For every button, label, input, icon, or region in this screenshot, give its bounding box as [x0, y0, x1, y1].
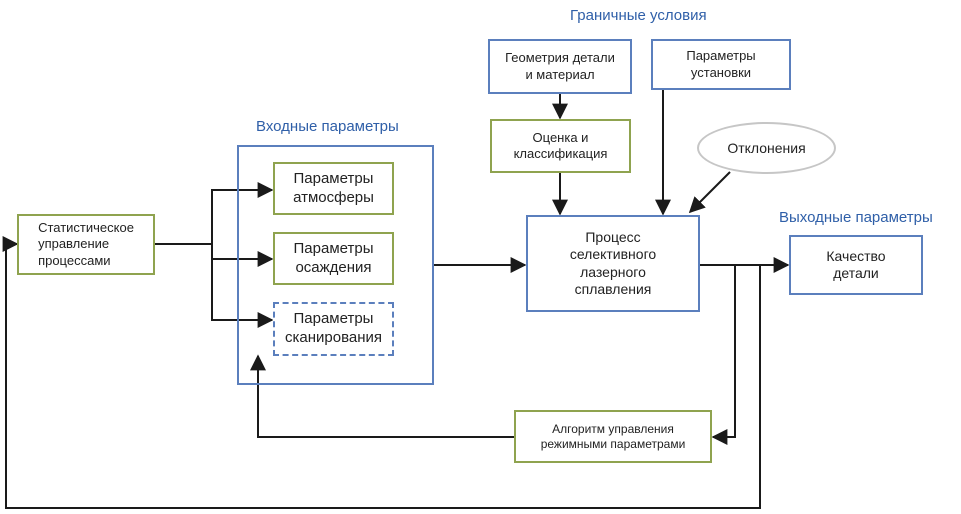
arrow-process-to-algorithm [711, 265, 736, 445]
deposition-parameters-label: Параметры осаждения [293, 239, 374, 276]
slm-process-label: Процесс селективного лазерного сплавлени… [569, 228, 657, 298]
control-algorithm-node: Алгоритм управления режимными параметрам… [514, 410, 712, 463]
deviations-node: Отклонения [697, 122, 836, 174]
heading-output-parameters: Выходные параметры [779, 209, 933, 226]
slm-process-node: Процесс селективного лазерного сплавлени… [526, 215, 700, 312]
arrow-deviations-to-process [688, 171, 731, 214]
control-algorithm-label: Алгоритм управления режимными параметрам… [540, 421, 686, 451]
arrow-spc-to-scanning [211, 259, 274, 328]
part-quality-label: Качество детали [826, 247, 886, 282]
part-quality-node: Качество детали [789, 235, 923, 295]
deposition-parameters-node: Параметры осаждения [273, 232, 394, 285]
atmosphere-parameters-node: Параметры атмосферы [273, 162, 394, 215]
equipment-parameters-label: Параметры установки [686, 48, 756, 80]
scanning-parameters-label: Параметры сканирования [284, 310, 382, 346]
assessment-classification-label: Оценка и классификация [513, 129, 608, 161]
statistical-process-control-node: Статистическое управление процессами [17, 214, 155, 275]
assessment-classification-node: Оценка и классификация [490, 119, 631, 173]
scanning-parameters-node: Параметры сканирования [273, 302, 394, 356]
heading-input-parameters: Входные параметры [256, 118, 399, 135]
input-parameters-group [237, 145, 434, 385]
deviations-label: Отклонения [727, 140, 806, 156]
equipment-parameters-node: Параметры установки [651, 39, 791, 90]
statistical-process-control-label: Статистическое управление процессами [38, 220, 134, 268]
arrow-spc-to-atmosphere [155, 182, 274, 245]
atmosphere-parameters-label: Параметры атмосферы [293, 169, 374, 206]
heading-boundary-conditions: Граничные условия [570, 7, 707, 24]
arrow-feedback-to-spc [2, 236, 761, 509]
part-geometry-material-label: Геометрия детали и материал [505, 50, 615, 82]
part-geometry-material-node: Геометрия детали и материал [488, 39, 632, 94]
